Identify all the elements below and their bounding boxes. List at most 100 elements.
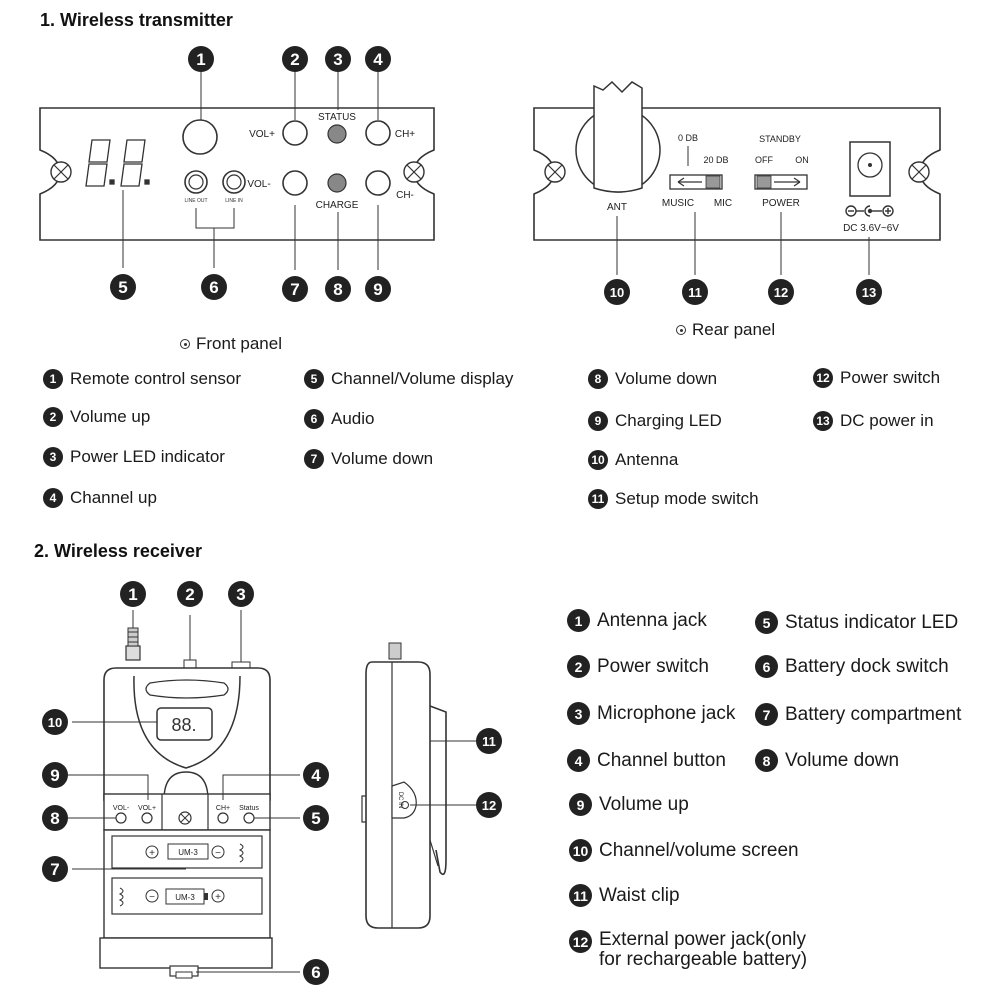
receiver-side-view: DC IN <box>361 642 447 929</box>
callout-12: 12 <box>768 279 794 305</box>
svg-text:9: 9 <box>373 280 382 299</box>
battery-door <box>99 937 273 969</box>
charge-label: CHARGE <box>316 200 359 211</box>
svg-text:3: 3 <box>236 585 245 604</box>
dc-voltage-label: DC 3.6V~6V <box>843 223 899 234</box>
rx-vol-minus-label: VOL- <box>113 805 130 812</box>
svg-text:+: + <box>149 848 155 859</box>
svg-text:12: 12 <box>482 798 496 813</box>
power-label: POWER <box>762 198 800 209</box>
svg-text:5: 5 <box>118 278 127 297</box>
battery-bottom-label: UM-3 <box>175 893 195 902</box>
mic-label: MIC <box>714 198 732 209</box>
callout-5: 5 <box>303 805 329 831</box>
callout-10: 10 <box>604 279 630 305</box>
svg-text:2: 2 <box>290 50 299 69</box>
rx-vol-up-button <box>141 812 153 824</box>
setup-mode-switch <box>669 174 723 190</box>
svg-text:9: 9 <box>50 766 59 785</box>
svg-text:1: 1 <box>196 50 205 69</box>
off-label: OFF <box>755 155 773 165</box>
status-led <box>327 124 347 144</box>
vol-plus-label: VOL+ <box>249 129 275 140</box>
callout-2: 2 <box>282 46 308 72</box>
antenna-jack <box>125 627 141 661</box>
callout-13: 13 <box>856 279 882 305</box>
callout-6: 6 <box>201 274 227 300</box>
receiver-section-title: 2. Wireless receiver <box>34 541 202 561</box>
bullet-ring-icon <box>180 339 190 349</box>
svg-text:10: 10 <box>48 715 62 730</box>
standby-label: STANDBY <box>759 134 801 144</box>
rx-vol-plus-label: VOL+ <box>138 805 156 812</box>
db0-label: 0 DB <box>678 133 698 143</box>
svg-text:12: 12 <box>774 285 788 300</box>
callout-3: 3 <box>228 581 254 607</box>
callout-11: 11 <box>476 728 502 754</box>
callout-7: 7 <box>42 856 68 882</box>
svg-text:−: − <box>149 892 155 903</box>
receiver-power-switch <box>183 659 197 669</box>
battery-top-label: UM-3 <box>178 848 198 857</box>
vol-up-button <box>282 120 308 146</box>
front-right-screw-icon <box>403 161 425 183</box>
svg-text:7: 7 <box>290 280 299 299</box>
callouts-receiver: 1 2 3 10 9 4 8 5 7 6 11 12 <box>42 581 502 985</box>
line-out-jack <box>184 170 208 194</box>
front-left-screw-icon <box>50 161 72 183</box>
front-channel-display <box>85 139 150 187</box>
svg-text:4: 4 <box>311 766 321 785</box>
callout-6: 6 <box>303 959 329 985</box>
receiver-diagram: 88. VOL- VOL+ CH+ Status + UM-3 − − UM-3… <box>42 581 502 985</box>
callout-8: 8 <box>42 805 68 831</box>
transmitter-section-title: 1. Wireless transmitter <box>40 10 233 30</box>
rear-leader-lines <box>616 212 870 275</box>
svg-text:8: 8 <box>50 809 59 828</box>
dc-in-label: DC IN <box>397 792 403 808</box>
line-in-jack <box>222 170 246 194</box>
transmitter-diagram: LINE OUT LINE IN VOL+ VOL- STATUS CHARGE… <box>39 46 941 305</box>
rx-status-led <box>243 812 255 824</box>
rear-antenna <box>575 80 661 193</box>
svg-text:7: 7 <box>50 860 59 879</box>
svg-text:2: 2 <box>185 585 194 604</box>
rear-right-screw-icon <box>908 161 930 183</box>
svg-text:13: 13 <box>862 285 876 300</box>
status-label: STATUS <box>318 112 356 123</box>
vol-minus-label: VOL- <box>247 179 270 190</box>
callouts-transmitter: 1 2 3 4 5 6 7 8 9 10 11 12 13 <box>110 46 882 305</box>
svg-text:5: 5 <box>311 809 320 828</box>
svg-text:11: 11 <box>688 285 702 300</box>
svg-text:11: 11 <box>482 734 496 749</box>
rx-center-screw-icon <box>178 811 192 825</box>
rear-left-screw-icon <box>544 161 566 183</box>
receiver-leader-lines <box>68 610 476 973</box>
svg-text:6: 6 <box>311 963 320 982</box>
callout-1: 1 <box>120 581 146 607</box>
svg-text:+: + <box>215 892 221 903</box>
svg-text:4: 4 <box>373 50 383 69</box>
front-panel-caption: Front panel <box>180 334 282 354</box>
legend-item: 12 External power jack(only for recharge… <box>569 930 807 970</box>
callout-12: 12 <box>476 792 502 818</box>
svg-text:1: 1 <box>128 585 137 604</box>
receiver-screen-digits: 88. <box>171 715 196 735</box>
rx-ch-plus-label: CH+ <box>216 805 230 812</box>
svg-text:3: 3 <box>333 50 342 69</box>
